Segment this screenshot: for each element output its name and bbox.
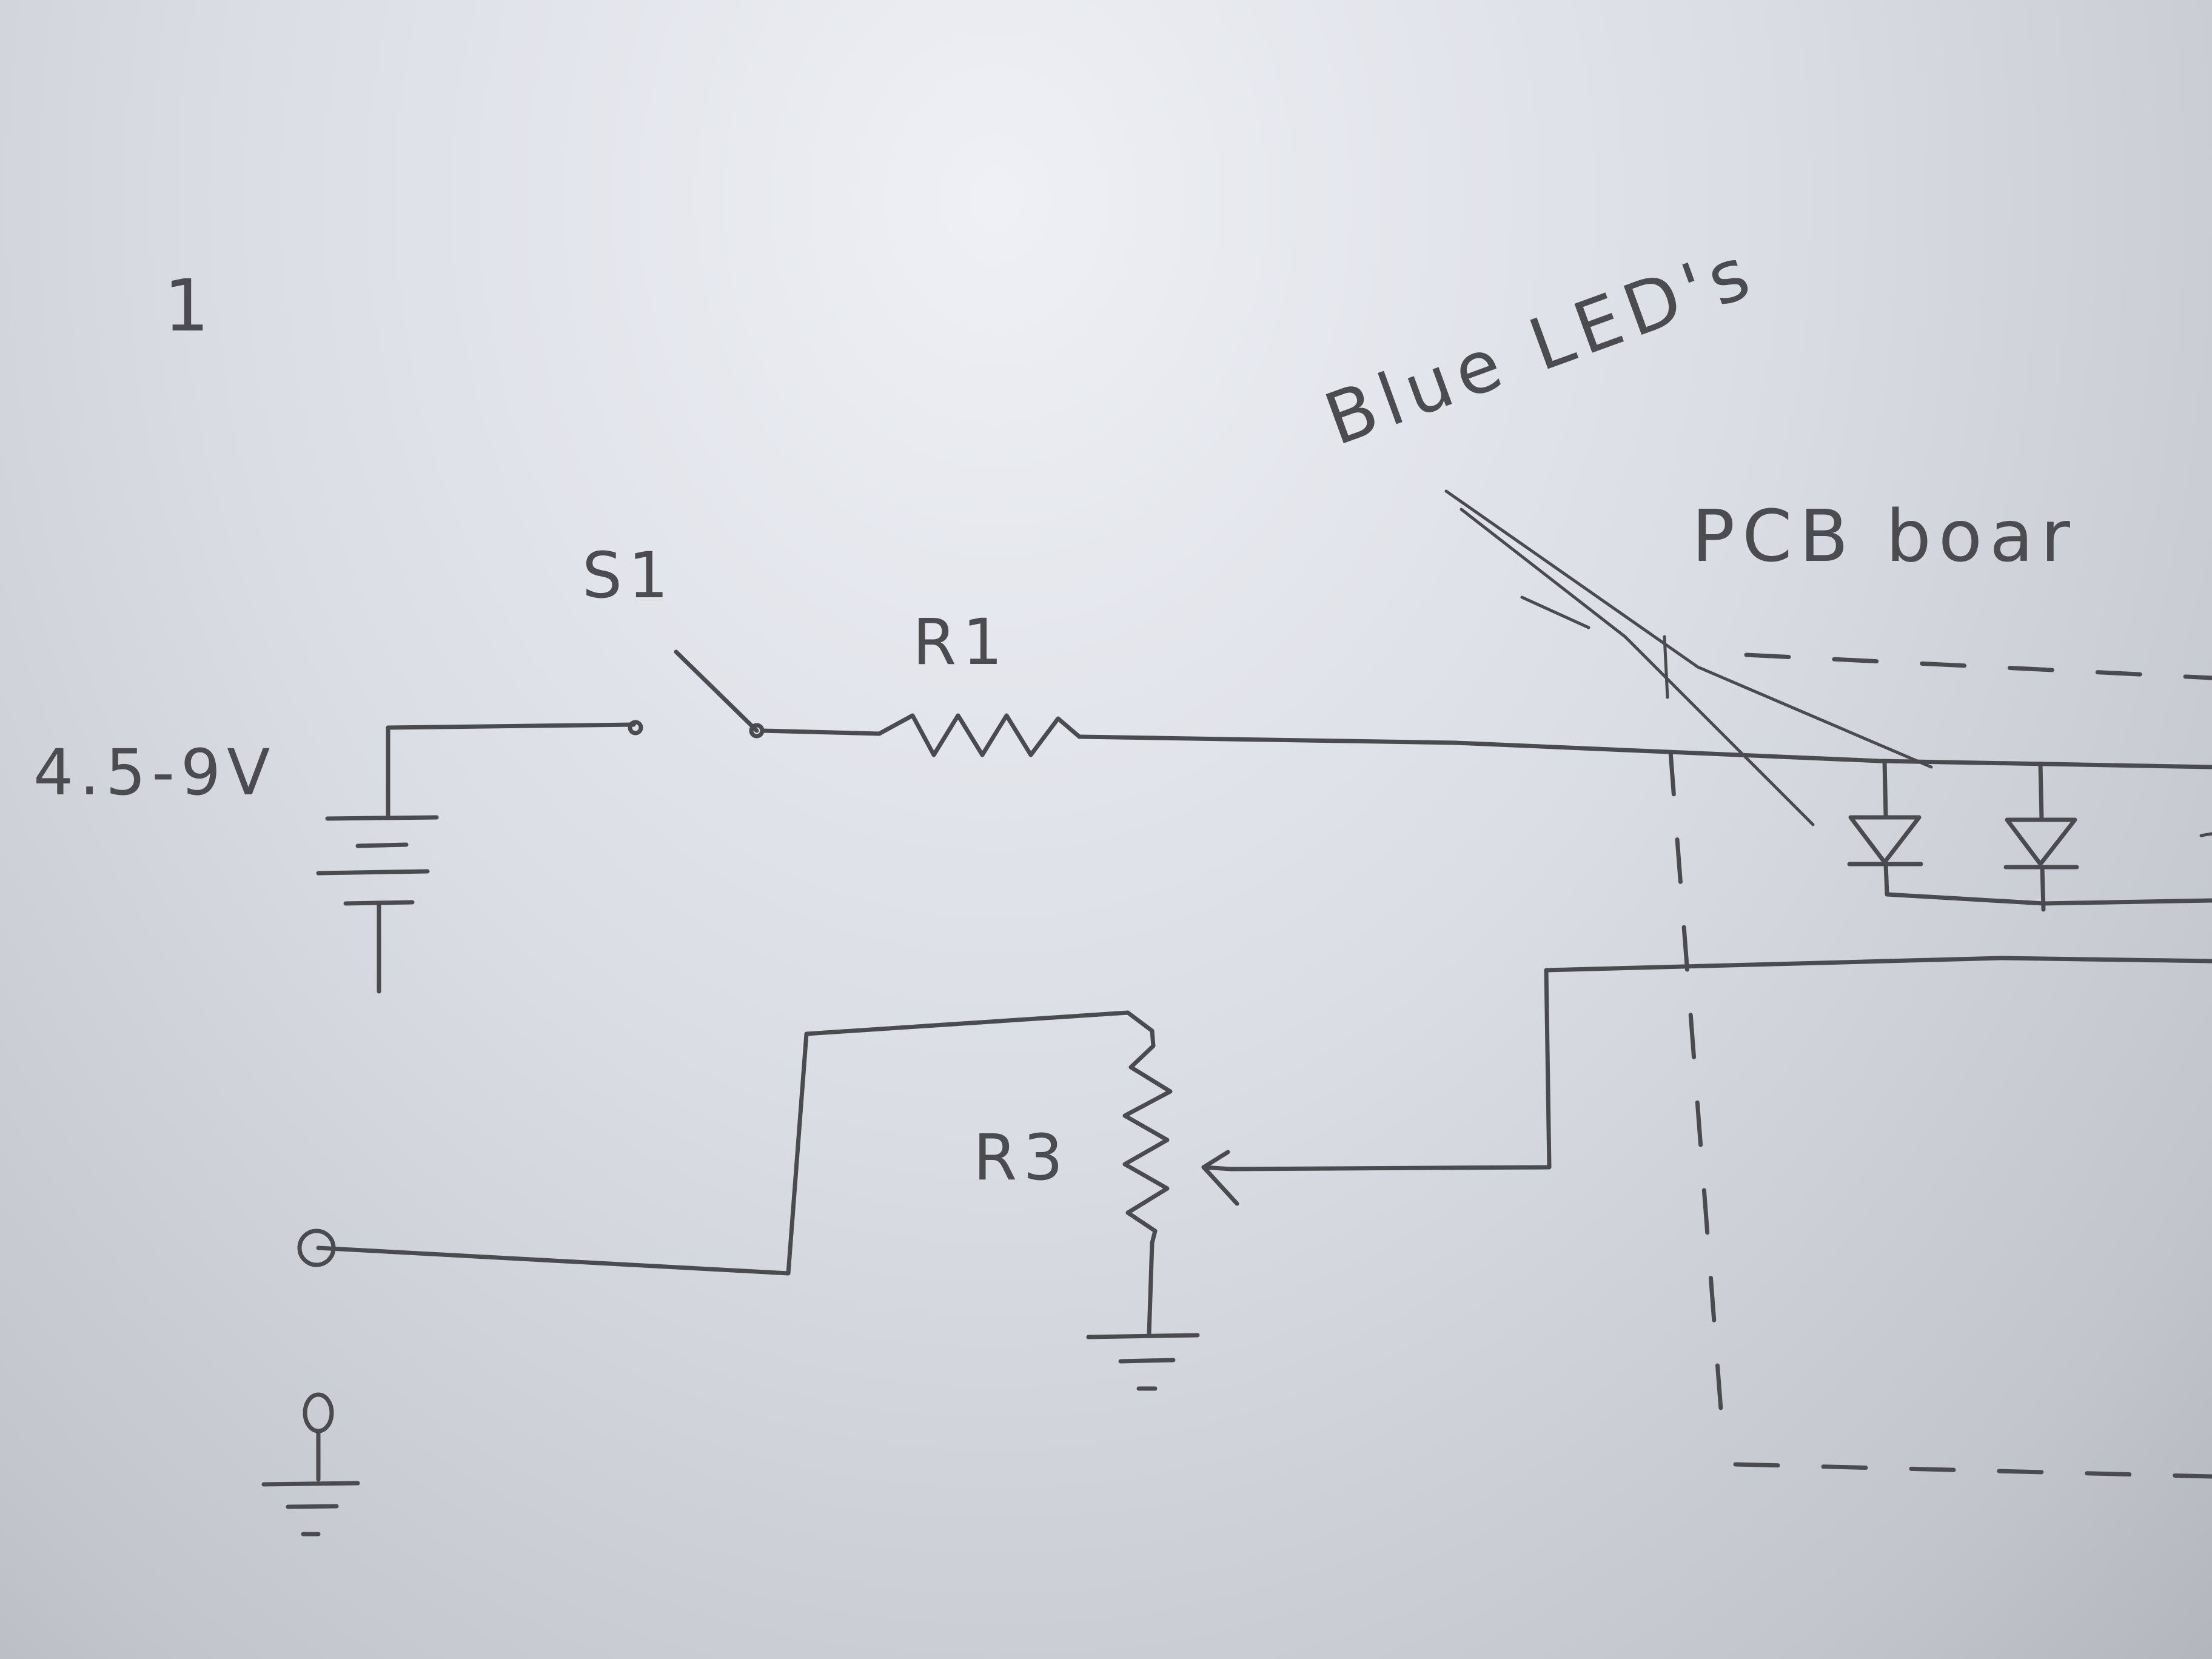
pcb-board-outline xyxy=(1668,652,2212,1479)
page-number: 1 xyxy=(164,264,216,347)
led-annotation-label: Blue LED's xyxy=(1314,229,1766,461)
r3-label: R3 xyxy=(973,1121,1069,1195)
ground-terminal-icon xyxy=(261,1392,360,1537)
switch-label: S1 xyxy=(582,538,674,612)
pcb-board-label: PCB boar xyxy=(1692,494,2077,578)
switch-icon xyxy=(628,649,882,739)
r1-label: R1 xyxy=(913,605,1008,679)
led-array xyxy=(1847,759,2212,912)
top-rail-wire xyxy=(1077,734,2212,769)
wiper-wire xyxy=(1228,956,2212,1171)
input-wire xyxy=(316,1010,1155,1276)
potentiometer-r3-icon xyxy=(1086,1028,1239,1391)
input-terminal-icon xyxy=(297,1228,336,1267)
supply-voltage-label: 4.5-9V xyxy=(33,736,276,809)
battery-icon xyxy=(316,722,636,994)
annotation-pointer xyxy=(1444,489,1933,826)
resistor-r1-icon xyxy=(877,713,1082,757)
